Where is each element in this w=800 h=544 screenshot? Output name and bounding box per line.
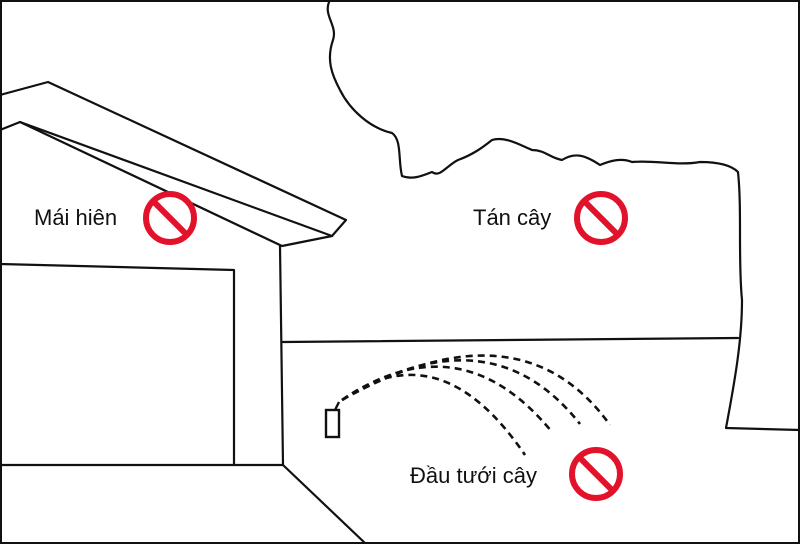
tree-canopy — [326, 0, 800, 432]
water-spray — [341, 354, 612, 456]
house-wall — [278, 244, 285, 467]
horizon-line — [281, 336, 740, 344]
roof-inner-line — [18, 120, 334, 238]
garage-opening — [0, 262, 236, 467]
sprinkler-head — [324, 408, 341, 439]
prohibited-icon-tree-canopy — [574, 191, 628, 245]
sprinkler — [324, 354, 612, 456]
prohibited-icon-eaves — [143, 191, 197, 245]
label-tree-canopy: Tán cây — [473, 205, 552, 230]
label-eaves: Mái hiên — [34, 205, 118, 230]
label-sprinkler-head: Đầu tưới cây — [410, 463, 537, 488]
driveway — [0, 463, 368, 544]
prohibited-icon-sprinkler-head — [569, 447, 623, 501]
house — [0, 80, 368, 544]
